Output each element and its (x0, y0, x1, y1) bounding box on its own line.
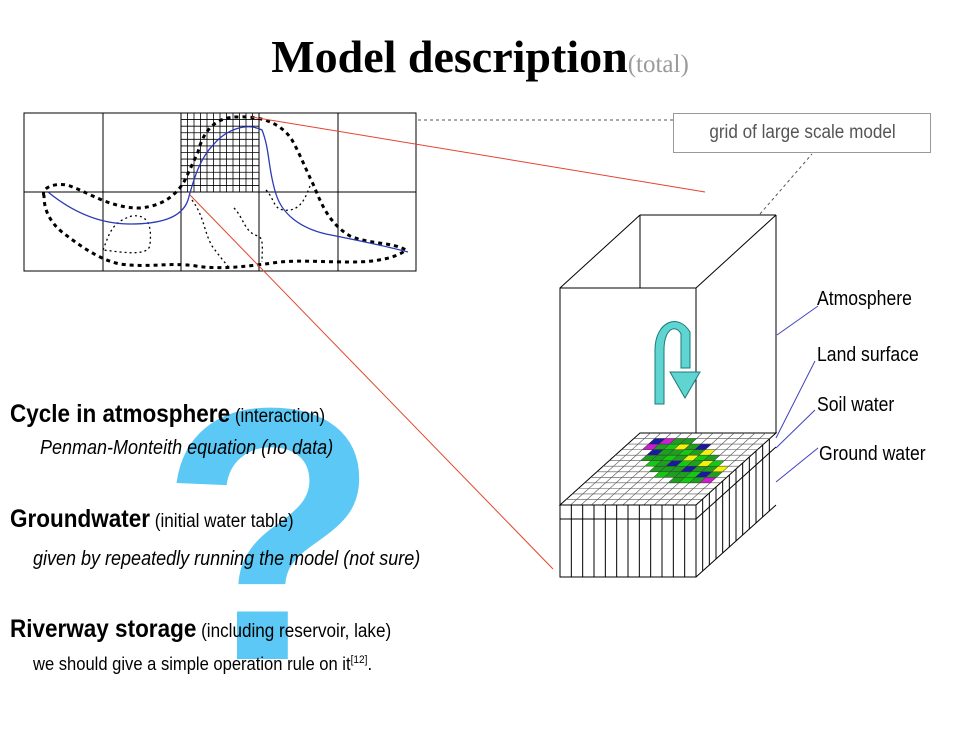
model-column-box (559, 214, 777, 578)
grid-callout: grid of large scale model (673, 113, 931, 153)
cycle-heading: Cycle in atmosphere (interaction) (10, 400, 325, 429)
river-line (47, 126, 409, 253)
cycle-detail: Penman-Monteith equation (no data) (40, 437, 334, 459)
catchment-outline (42, 115, 409, 270)
layer-label-ground-water: Ground water (819, 443, 926, 465)
groundwater-heading-main: Groundwater (10, 505, 151, 533)
groundwater-detail: given by repeatedly running the model (n… (33, 548, 421, 570)
riverway-heading-main: Riverway storage (10, 615, 197, 643)
layer-label-soil-water: Soil water (817, 394, 895, 416)
grid-callout-text: grid of large scale model (708, 122, 896, 143)
riverway-detail: we should give a simple operation rule o… (33, 654, 372, 675)
layer-label-atmosphere: Atmosphere (817, 288, 912, 310)
cycle-heading-paren: (interaction) (230, 406, 326, 427)
groundwater-heading: Groundwater (initial water table) (10, 505, 294, 534)
sub-basin-boundaries (102, 185, 311, 267)
land-use-cells (640, 438, 730, 484)
riverway-heading: Riverway storage (including reservoir, l… (10, 615, 391, 644)
page-title: Model description(total) (0, 34, 960, 80)
title-sub: (total) (627, 51, 689, 78)
layer-label-land-surface: Land surface (817, 344, 919, 366)
diagram (23, 112, 819, 578)
riverway-reference: [12] (350, 654, 368, 666)
title-main: Model description (271, 31, 628, 82)
riverway-detail-end: . (367, 654, 373, 674)
riverway-detail-text: we should give a simple operation rule o… (33, 654, 351, 674)
cycle-heading-main: Cycle in atmosphere (10, 400, 231, 428)
zoom-lines (189, 116, 706, 570)
circulation-arrow (654, 321, 701, 405)
groundwater-heading-paren: (initial water table) (150, 511, 294, 532)
callout-leaders (418, 119, 813, 215)
layer-leaders (775, 305, 819, 483)
riverway-heading-paren: (including reservoir, lake) (196, 621, 392, 642)
fine-grid (180, 112, 260, 193)
slide: Model description(total) (0, 34, 960, 736)
question-mark: ? (160, 334, 380, 736)
soil-columns (560, 439, 777, 578)
